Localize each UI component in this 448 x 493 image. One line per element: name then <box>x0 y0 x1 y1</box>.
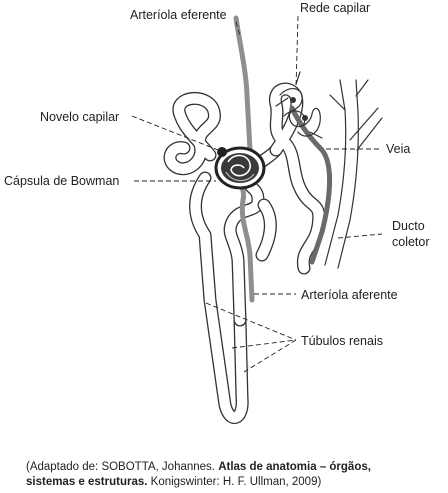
label-coletor: coletor <box>392 235 430 249</box>
leader-ducto-coletor <box>337 233 383 239</box>
caption-title-part1: Atlas de anatomia – órgãos, <box>218 461 371 473</box>
capillary-network <box>275 71 323 139</box>
caption-prefix: (Adaptado de: SOBOTTA, Johannes. <box>26 461 219 473</box>
leader-arteriola-eferente <box>235 21 241 37</box>
label-arteriola-eferente: Arteríola eferente <box>130 8 227 22</box>
collecting-duct <box>324 79 383 269</box>
efferent-arteriole <box>233 15 253 153</box>
label-novelo-capilar: Novelo capilar <box>40 110 119 124</box>
renal-tubule <box>163 82 326 424</box>
capillary-tuft <box>217 147 227 157</box>
leader-tubulos-3 <box>243 339 297 373</box>
leader-tubulos-1 <box>205 302 297 341</box>
label-veia: Veia <box>386 142 410 156</box>
vein <box>289 105 332 265</box>
caption-publisher: Konigswinter: H. F. Ullman, 2009) <box>147 476 322 488</box>
label-tubulos-renais: Túbulos renais <box>301 334 383 348</box>
bowman-capsule <box>214 146 266 190</box>
label-arteriola-aferente: Arteríola aferente <box>301 288 398 302</box>
label-ducto: Ducto <box>392 219 425 233</box>
caption-title-part2: sistemas e estruturas. <box>26 476 148 488</box>
label-capsula-bowman: Cápsula de Bowman <box>4 174 119 188</box>
label-rede-capilar: Rede capilar <box>300 1 370 15</box>
leader-rede-capilar <box>295 15 299 89</box>
source-caption: (Adaptado de: SOBOTTA, Johannes. Atlas d… <box>26 460 436 490</box>
leader-tubulos-2 <box>231 339 297 349</box>
nephron-diagram: Arteríola eferente Rede capilar Novelo c… <box>4 1 430 424</box>
